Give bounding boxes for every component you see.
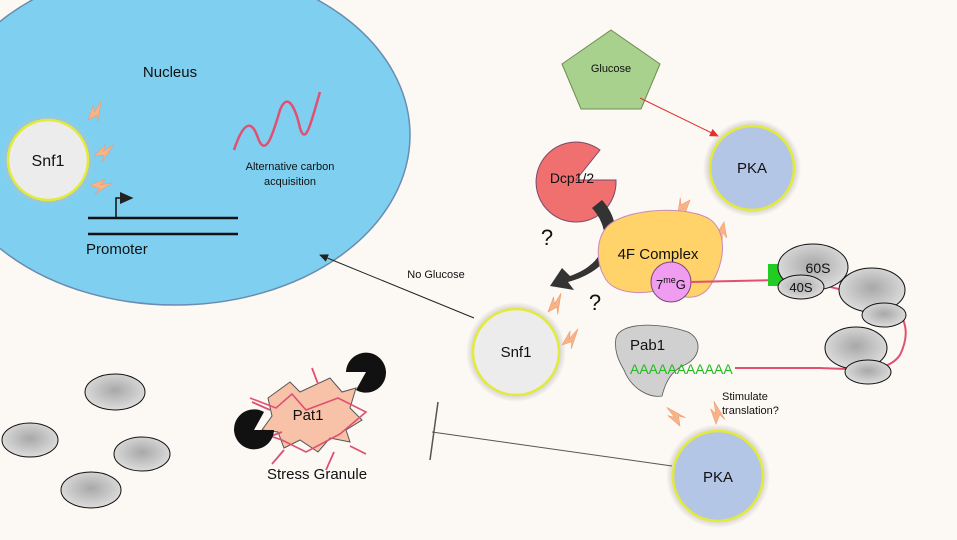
glucose-pentagon	[561, 29, 661, 110]
alt-carbon-mrna	[232, 91, 322, 151]
alt-carbon-label: acquisition	[264, 176, 316, 188]
promoter-label: Promoter	[86, 241, 148, 258]
free-ribosome	[84, 373, 146, 411]
snf1-center: Snf1	[466, 302, 566, 402]
dcp-label: Dcp1/2	[550, 170, 595, 186]
inhibition-line	[431, 431, 673, 467]
free-ribosome	[1, 422, 59, 458]
dcp-curved-arrow	[550, 200, 616, 290]
stress-granule	[234, 352, 386, 471]
glucose-label: Glucose	[591, 63, 631, 75]
ribosome-40s	[777, 274, 825, 300]
question-mark: ?	[589, 290, 601, 315]
free-ribosome	[113, 436, 171, 472]
pat1-label: Pat1	[293, 407, 324, 424]
promoter-dna	[88, 192, 238, 236]
decapping-pacman	[346, 352, 386, 393]
free-ribosome	[60, 471, 122, 509]
question-mark: ?	[541, 225, 553, 250]
no-glucose-label: No Glucose	[407, 269, 464, 281]
pka-top: PKA	[703, 119, 801, 217]
nucleus-label: Nucleus	[143, 64, 197, 81]
decapping-pacman	[234, 409, 274, 450]
pka-bottom-label: PKA	[703, 469, 733, 486]
complex-4f-label: 4F Complex	[618, 246, 699, 263]
pab1-label: Pab1	[630, 337, 665, 354]
snf1-nucleus: Snf1	[2, 114, 94, 206]
nucleus	[0, 0, 411, 306]
cap-7meg-label: 7meG	[656, 275, 686, 292]
ribosome	[861, 302, 907, 328]
polya-tail: AAAAAAAAAAA	[630, 361, 733, 377]
pka-bottom: PKA	[666, 424, 770, 528]
snf1-center-label: Snf1	[501, 344, 532, 361]
stimulate-label: Stimulate	[722, 391, 768, 403]
transcription-start-arrow	[115, 192, 134, 218]
snf1-nucleus-label: Snf1	[32, 153, 65, 170]
stimulate-label: translation?	[722, 405, 779, 417]
complex-4f	[597, 209, 723, 298]
phospho-icon	[664, 402, 688, 430]
glucose-to-pka-arrow	[639, 97, 719, 137]
ribosome-60s-label: 60S	[806, 260, 831, 276]
ribosome-40s-label: 40S	[789, 280, 812, 295]
pka-top-label: PKA	[737, 160, 767, 177]
pab1	[615, 324, 699, 397]
stress-granule-label: Stress Granule	[267, 466, 367, 483]
no-glucose-arrow	[319, 254, 475, 319]
alt-carbon-label: Alternative carbon	[246, 161, 335, 173]
inhibition-bar	[429, 401, 439, 461]
ribosome	[844, 359, 892, 385]
